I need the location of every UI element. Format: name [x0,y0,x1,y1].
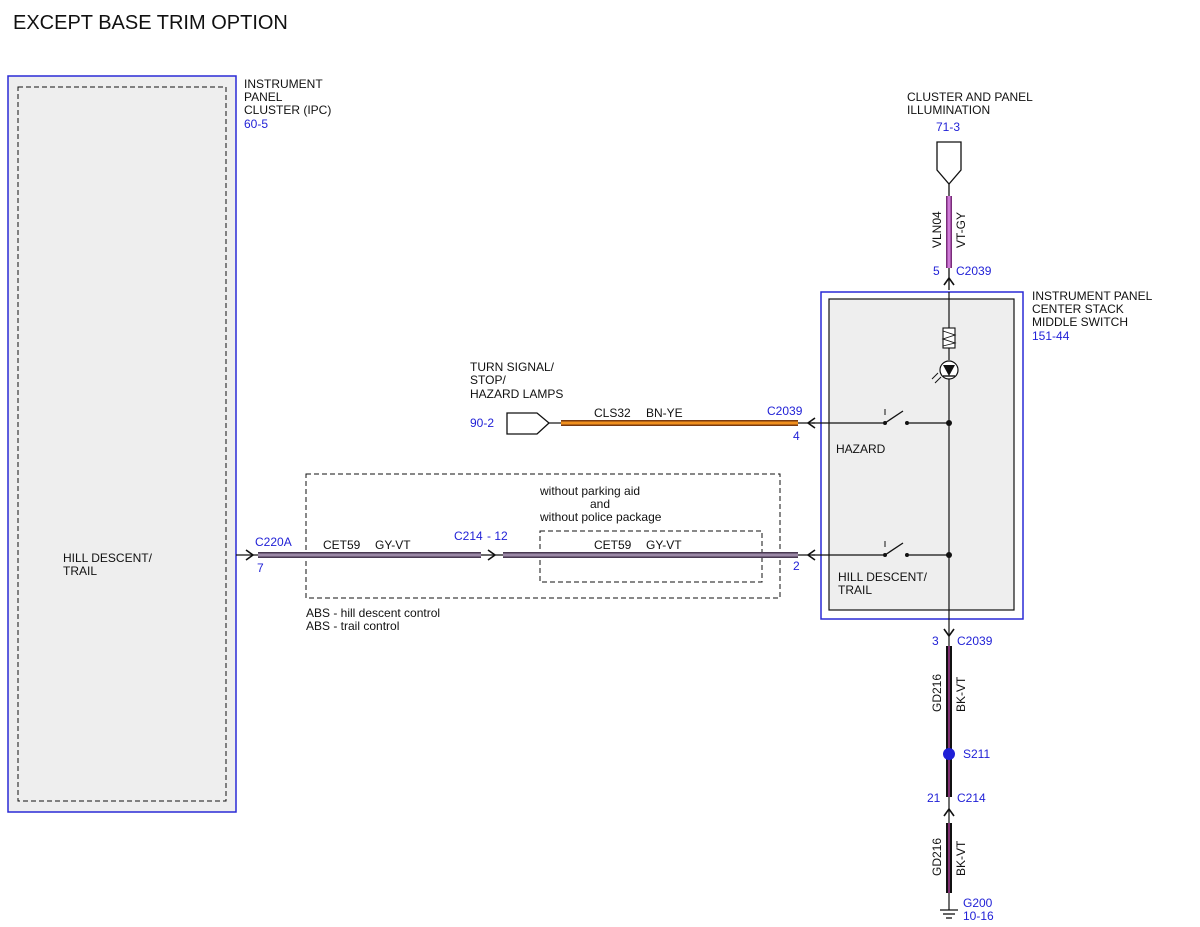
abs-line2: ABS - trail control [306,619,399,633]
page-title: EXCEPT BASE TRIM OPTION [13,12,288,34]
ground-ref: 10-16 [963,909,994,923]
gd216-circuit-label-1: GD216 [930,674,944,712]
ground-inline-connector: C214 [957,791,986,805]
turn-signal-name-line1: TURN SIGNAL/ [470,360,555,374]
ipc-circuit-label-line2: TRAIL [63,564,97,578]
ground-pin: 3 [932,634,939,648]
ground-icon [940,909,958,919]
option-line3: without police package [539,510,662,524]
cls32-circuit-label: CLS32 [594,406,631,420]
ipc-circuit-label-line1: HILL DESCENT/ [63,551,153,565]
option-line2: and [590,497,610,511]
ipc-ref: 60-5 [244,117,268,131]
cluster-illum-pin: 5 [933,264,940,278]
c214-ground-arrow [943,807,955,817]
center-stack-switch: INSTRUMENT PANEL CENTER STACK MIDDLE SWI… [812,289,1153,635]
cet59-circuit-label-1: CET59 [323,538,361,552]
splice-dot [943,748,955,760]
inline-pin: - 12 [487,529,508,543]
turn-signal-connector: C2039 [767,404,803,418]
cluster-illum-connector: C2039 [956,264,992,278]
hazard-label: HAZARD [836,442,886,456]
hazard-switch-icon [884,410,904,424]
switch-name-line1: INSTRUMENT PANEL [1032,289,1153,303]
ipc-component: INSTRUMENT PANEL CLUSTER (IPC) 60-5 HILL… [7,75,331,813]
cluster-illum-name-line2: ILLUMINATION [907,103,990,117]
cet59-color-label-1: GY-VT [375,538,411,552]
switch-hill-pin: 2 [793,559,800,573]
vln04-circuit-label: VLN04 [930,211,944,248]
switch-name-line2: CENTER STACK [1032,302,1124,316]
pin7-arrow [245,549,255,561]
splice-label: S211 [963,747,990,761]
cluster-illum-ref: 71-3 [936,120,960,134]
abs-option-box [305,473,781,599]
pin2-arrow [806,549,816,561]
switch-name-line3: MIDDLE SWITCH [1032,315,1128,329]
cet59-circuit-label-2: CET59 [594,538,632,552]
ipc-pin: 7 [257,561,264,575]
cluster-illum-connector-icon [936,141,962,185]
abs-line1: ABS - hill descent control [306,606,440,620]
switch-hill-label-line2: TRAIL [838,583,872,597]
gd216-color-label-2: BK-VT [954,840,968,876]
ground-circuit: 3 C2039 GD216 BK-VT S211 21 C214 GD216 B… [927,628,994,923]
cls32-color-label: BN-YE [646,406,683,420]
option-line1: without parking aid [539,484,640,498]
ground-inline-pin: 21 [927,791,941,805]
ground-id: G200 [963,896,993,910]
cet59-color-label-2: GY-VT [646,538,682,552]
led-icon [931,360,959,384]
cluster-illumination: CLUSTER AND PANEL ILLUMINATION 71-3 VLN0… [907,90,1033,290]
ipc-connector: C220A [255,535,292,549]
cluster-illum-name-line1: CLUSTER AND PANEL [907,90,1033,104]
switch-ref: 151-44 [1032,329,1070,343]
switch-hill-label-line1: HILL DESCENT/ [838,570,928,584]
turn-signal-name-line2: STOP/ [470,373,506,387]
hill-descent-circuit: without parking aid and without police p… [236,473,816,633]
turn-signal-ref: 90-2 [470,416,494,430]
gd216-color-label-1: BK-VT [954,676,968,712]
pin4-arrow [806,417,816,429]
gd216-circuit-label-2: GD216 [930,838,944,876]
turn-signal-pin: 4 [793,429,800,443]
inline-connector: C214 [454,529,483,543]
turn-signal-connector-icon [506,412,550,435]
c214-arrow [487,549,497,561]
vln04-color-label: VT-GY [954,212,968,248]
turn-signal-name-line3: HAZARD LAMPS [470,387,563,401]
hill-descent-switch-icon [884,542,904,556]
ipc-name-line2: PANEL [244,90,283,104]
pin5-arrow [943,276,955,286]
ipc-name-line3: CLUSTER (IPC) [244,103,331,117]
turn-signal-circuit: TURN SIGNAL/ STOP/ HAZARD LAMPS 90-2 CLS… [470,360,816,443]
ipc-name-line1: INSTRUMENT [244,77,323,91]
ground-connector: C2039 [957,634,993,648]
